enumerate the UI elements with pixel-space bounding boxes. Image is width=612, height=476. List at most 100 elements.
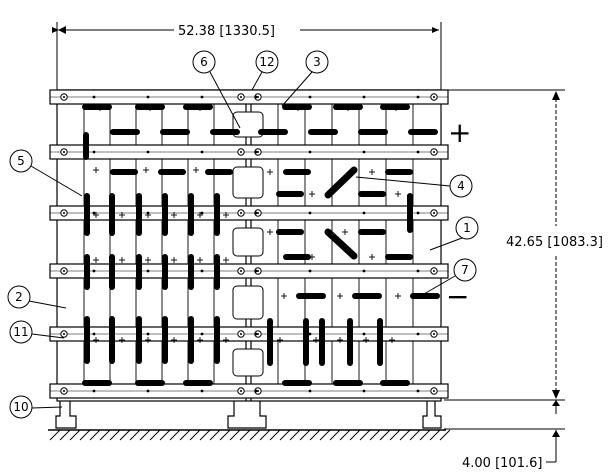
ground-hatch bbox=[249, 429, 261, 441]
rack-feet bbox=[55, 401, 442, 429]
rail-pin bbox=[200, 95, 204, 99]
ground-hatch bbox=[279, 429, 291, 441]
rail-pin bbox=[308, 211, 312, 215]
rail-pin bbox=[146, 389, 150, 393]
rail-pin bbox=[416, 211, 420, 215]
rail-pin bbox=[146, 150, 150, 154]
connector-bar bbox=[410, 293, 440, 299]
ground-hatch bbox=[129, 429, 141, 441]
ground-hatch bbox=[119, 429, 131, 441]
left-foot bbox=[55, 401, 77, 429]
rail-pin bbox=[308, 150, 312, 154]
ground-hatch bbox=[169, 429, 181, 441]
ground-hatch bbox=[69, 429, 81, 441]
ground-hatch bbox=[139, 429, 151, 441]
connector-bar bbox=[158, 169, 186, 175]
connector-bar bbox=[110, 169, 138, 175]
rail-bolt-center bbox=[240, 270, 242, 272]
height-dimension-label: 42.65 [1083.3] bbox=[506, 235, 603, 250]
width-dimension-label: 52.38 [1330.5] bbox=[178, 24, 275, 39]
rail-pin bbox=[254, 269, 258, 273]
rail-pin bbox=[200, 269, 204, 273]
ground-hatch bbox=[219, 429, 231, 441]
ground-hatch bbox=[49, 429, 61, 441]
connector-bar bbox=[188, 316, 194, 364]
ground-hatch bbox=[99, 429, 111, 441]
connector-bar bbox=[162, 254, 168, 290]
rail-pin bbox=[362, 389, 366, 393]
height-dimension: 42.65 [1083.3] bbox=[444, 89, 603, 401]
rail-pin bbox=[308, 332, 312, 336]
ground-hatch bbox=[309, 429, 321, 441]
connector-bar bbox=[276, 229, 304, 235]
connector-bar bbox=[347, 318, 353, 366]
center-interconnect bbox=[232, 227, 264, 257]
rail-bolt-center bbox=[63, 333, 65, 335]
rail-pin bbox=[362, 150, 366, 154]
rail-bolt-center bbox=[433, 96, 435, 98]
center-interconnect bbox=[232, 166, 264, 199]
connector-bar bbox=[283, 169, 311, 175]
connector-bar bbox=[385, 169, 413, 175]
ground-hatch bbox=[259, 429, 271, 441]
rail-bolt-center bbox=[63, 390, 65, 392]
rail-pin bbox=[200, 150, 204, 154]
connector-bar bbox=[296, 293, 326, 299]
balloon-10: 10 bbox=[13, 400, 28, 414]
clearance-dimension: 4.00 [101.6] bbox=[444, 400, 565, 471]
connector-bar bbox=[358, 229, 386, 235]
connector-bar bbox=[214, 193, 220, 236]
rail-pin bbox=[362, 332, 366, 336]
rail-pin bbox=[416, 269, 420, 273]
rail-bolt-center bbox=[257, 333, 259, 335]
connector-bar bbox=[109, 316, 115, 364]
balloon-5: 5 bbox=[17, 154, 25, 168]
connector-bar bbox=[162, 193, 168, 236]
balloon-6: 6 bbox=[200, 55, 208, 69]
connector-bar-diagonal bbox=[324, 228, 358, 260]
connector-bar bbox=[84, 254, 90, 290]
rail-bolt-center bbox=[257, 151, 259, 153]
connector-bar bbox=[380, 104, 410, 110]
rail-pin bbox=[416, 150, 420, 154]
connector-bar bbox=[84, 193, 90, 236]
connector-bar-diagonal bbox=[324, 166, 358, 199]
rail-bolt-center bbox=[433, 151, 435, 153]
connector-bar bbox=[283, 254, 311, 260]
ground-hatch bbox=[149, 429, 161, 441]
connector-bar bbox=[352, 293, 382, 299]
callout-balloons bbox=[7, 50, 479, 419]
ground-hatch bbox=[349, 429, 361, 441]
ground-hatch bbox=[299, 429, 311, 441]
rail-pin bbox=[92, 332, 96, 336]
connector-bar bbox=[162, 316, 168, 364]
connector-bar bbox=[188, 254, 194, 290]
callout-numbers: 1 2 3 4 5 6 7 10 11 12 bbox=[13, 55, 470, 414]
rail-bolt-center bbox=[63, 270, 65, 272]
connector-bar bbox=[358, 191, 386, 197]
rail-bolt-center bbox=[240, 333, 242, 335]
connector-bar bbox=[136, 316, 142, 364]
rail-bolt-center bbox=[257, 96, 259, 98]
rail-bolt-center bbox=[257, 270, 259, 272]
ground-hatch bbox=[179, 429, 191, 441]
center-interconnect bbox=[232, 111, 264, 138]
balloon-12: 12 bbox=[259, 55, 274, 69]
connector-bar bbox=[183, 104, 213, 110]
rail-pin bbox=[308, 95, 312, 99]
ground-hatch bbox=[229, 429, 241, 441]
rail-bolt-center bbox=[433, 270, 435, 272]
rail-pin bbox=[254, 150, 258, 154]
connector-bar bbox=[214, 254, 220, 290]
rail-pin bbox=[92, 269, 96, 273]
rail-pin bbox=[92, 95, 96, 99]
connector-bar bbox=[303, 318, 309, 366]
balloon-1: 1 bbox=[463, 221, 471, 235]
connector-bar bbox=[82, 104, 112, 110]
ground-hatch bbox=[239, 429, 251, 441]
center-interconnect bbox=[232, 285, 264, 320]
right-foot bbox=[422, 401, 442, 429]
width-dimension: 52.38 [1330.5] bbox=[52, 22, 442, 90]
connector-bar bbox=[385, 254, 413, 260]
